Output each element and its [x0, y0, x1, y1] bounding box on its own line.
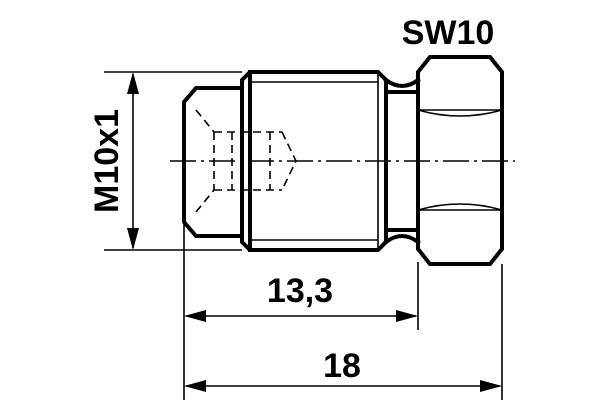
bore-chamfer-top [195, 109, 215, 133]
total-length-label: 18 [323, 347, 361, 385]
neck-undercut [383, 77, 421, 245]
front-cone [182, 86, 244, 238]
hex-upper-face-arc [417, 109, 503, 117]
total-length-dimension: 18 [184, 264, 503, 400]
body-arrow-right [396, 310, 418, 322]
thread-arrow-bottom [127, 228, 139, 250]
neck-bottom [383, 234, 421, 245]
body-length-dimension: 13,3 [183, 222, 419, 400]
thread-label: M10x1 [88, 109, 126, 213]
total-arrow-left [184, 380, 206, 392]
body-length-label: 13,3 [267, 272, 333, 310]
hex-lower-face-arc [417, 203, 503, 211]
thread-dimension: M10x1 [88, 71, 242, 251]
body-arrow-left [184, 310, 206, 322]
hex-head-outline [416, 55, 504, 266]
hex-head [416, 55, 504, 266]
front-cone-outline [182, 86, 244, 238]
wrench-size-label: SW10 [402, 14, 495, 52]
total-arrow-right [480, 380, 502, 392]
bore-chamfer-bottom [195, 189, 215, 213]
thread-arrow-top [127, 72, 139, 94]
neck-top [383, 77, 421, 88]
